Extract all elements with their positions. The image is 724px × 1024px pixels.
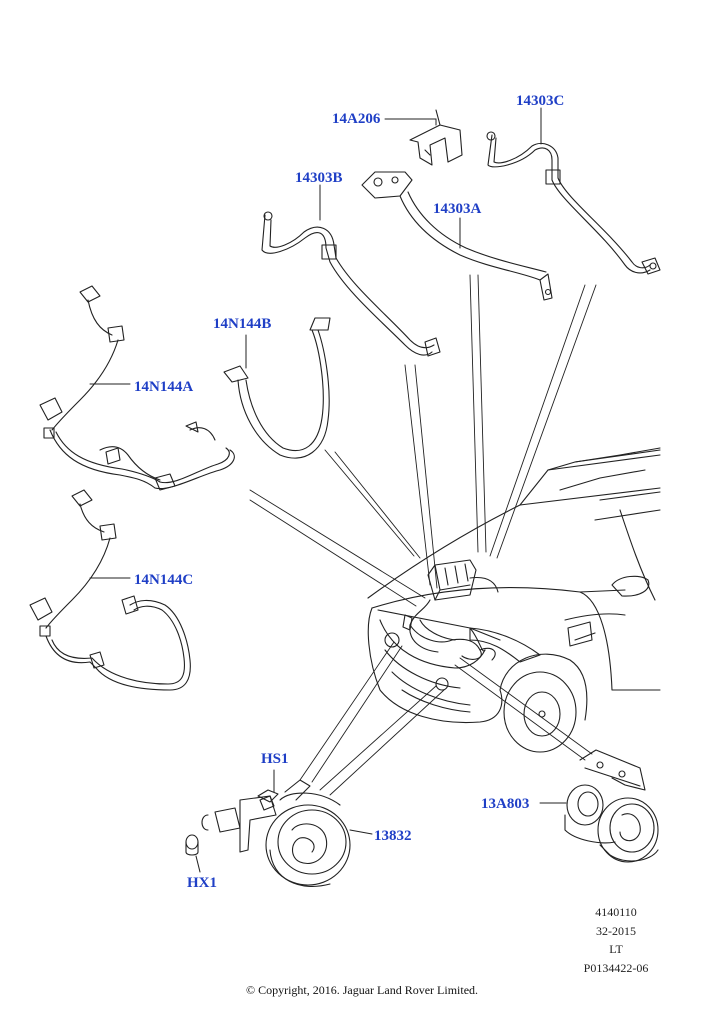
label-13832: 13832: [374, 828, 412, 844]
label-14N144A: 14N144A: [134, 379, 194, 395]
label-14303A: 14303A: [433, 201, 482, 217]
part-14303A-cable: [361, 171, 553, 301]
label-HX1: HX1: [187, 875, 217, 891]
copyright-notice: © Copyright, 2016. Jaguar Land Rover Lim…: [245, 983, 479, 997]
label-14N144B: 14N144B: [213, 316, 272, 332]
part-14303B-cable: [261, 184, 441, 357]
part-14N144A-harness: [39, 285, 235, 491]
part-13832-horn: [185, 769, 373, 887]
vehicle-outline: [367, 447, 661, 753]
reference-line-2: 32-2015: [596, 924, 636, 938]
reference-line-4: P0134422-06: [583, 961, 649, 975]
label-14303B: 14303B: [295, 170, 343, 186]
part-14A206-bracket: [384, 109, 463, 166]
part-14N144B-cable: [223, 317, 331, 459]
leader-lines: [249, 274, 597, 796]
label-14A206: 14A206: [332, 111, 381, 127]
label-HS1: HS1: [261, 751, 289, 767]
label-13A803: 13A803: [481, 796, 530, 812]
part-14N144C-harness: [29, 489, 191, 691]
part-13A803-horn: [539, 749, 659, 863]
reference-line-3: LT: [609, 942, 623, 956]
part-14303C-cable: [486, 107, 661, 275]
label-14N144C: 14N144C: [134, 572, 194, 588]
reference-line-1: 4140110: [595, 905, 637, 919]
label-14303C: 14303C: [516, 93, 565, 109]
